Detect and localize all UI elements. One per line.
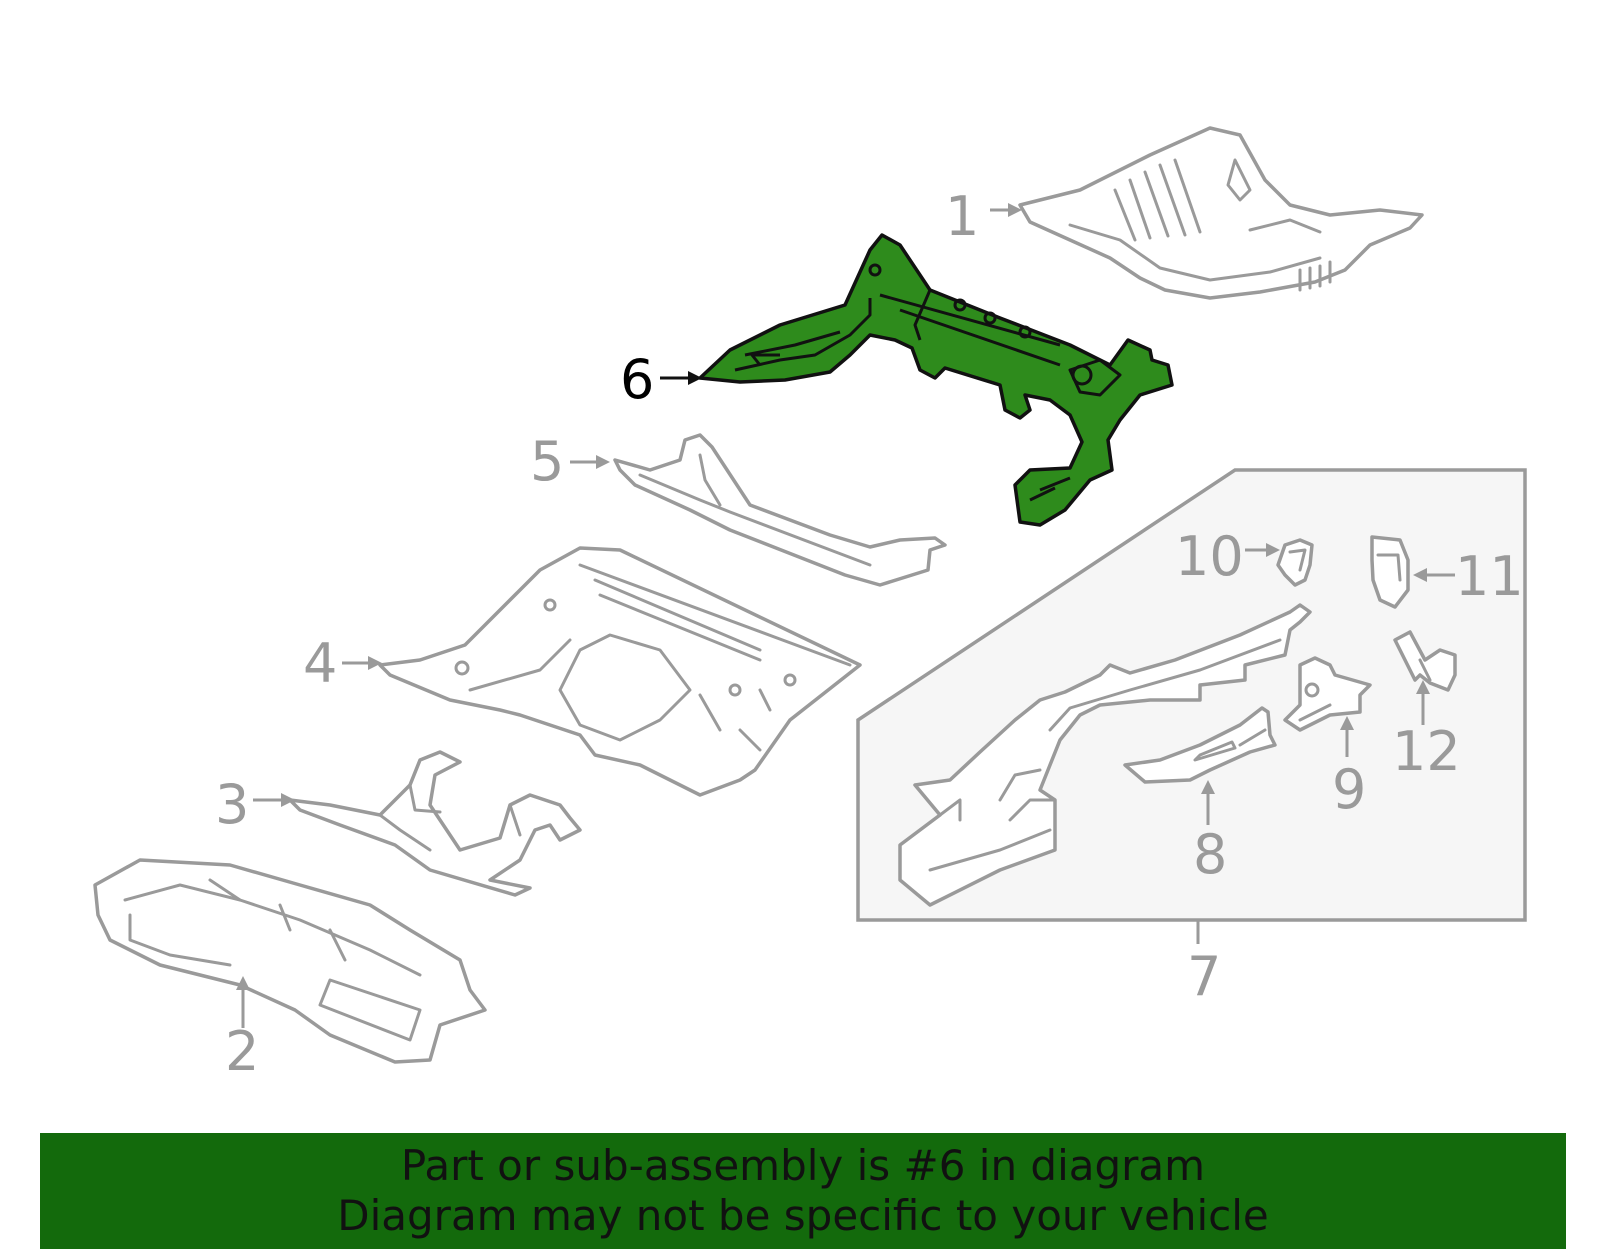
leader-11: [1413, 568, 1455, 582]
callout-7: 7: [1187, 945, 1221, 1008]
callout-1: 1: [945, 185, 979, 248]
leader-2: [236, 976, 250, 1028]
part-10-bracket[interactable]: [1276, 538, 1314, 587]
part-4-center-floor[interactable]: [378, 546, 862, 797]
part-1-floor-pan[interactable]: [1018, 126, 1424, 300]
banner-line-part-number: Part or sub-assembly is #6 in diagram: [400, 1141, 1206, 1190]
callout-5: 5: [530, 430, 564, 493]
part-7-rear-rail[interactable]: [898, 603, 1312, 907]
leader-8: [1201, 780, 1215, 825]
leader-10: [1245, 543, 1280, 557]
callout-11: 11: [1455, 545, 1524, 608]
callout-8: 8: [1193, 823, 1227, 886]
callout-9: 9: [1332, 758, 1366, 821]
part-12-bracket[interactable]: [1393, 630, 1457, 692]
leader-3: [253, 793, 295, 807]
callout-10: 10: [1175, 525, 1244, 588]
part-6-crossmember-highlighted[interactable]: [698, 233, 1174, 527]
leader-6: [660, 371, 702, 385]
info-banner: Part or sub-assembly is #6 in diagram Di…: [40, 1133, 1566, 1249]
leader-9: [1340, 716, 1354, 757]
leader-5: [570, 455, 610, 469]
leader-1: [990, 203, 1022, 217]
part-8-bracket[interactable]: [1123, 706, 1277, 784]
part-3-crossmember[interactable]: [288, 750, 582, 897]
part-2-floor-tunnel[interactable]: [93, 858, 487, 1064]
callout-4: 4: [303, 632, 337, 695]
callout-6: 6: [620, 348, 654, 411]
part-9-bracket[interactable]: [1283, 656, 1372, 732]
part-5-rail[interactable]: [613, 433, 947, 587]
leader-12: [1416, 680, 1430, 725]
callout-12: 12: [1392, 720, 1461, 783]
part-11-bracket[interactable]: [1370, 535, 1410, 609]
banner-line-disclaimer: Diagram may not be specific to your vehi…: [337, 1191, 1269, 1240]
callout-3: 3: [215, 773, 249, 836]
callout-2: 2: [225, 1020, 259, 1083]
leader-4: [342, 656, 382, 670]
